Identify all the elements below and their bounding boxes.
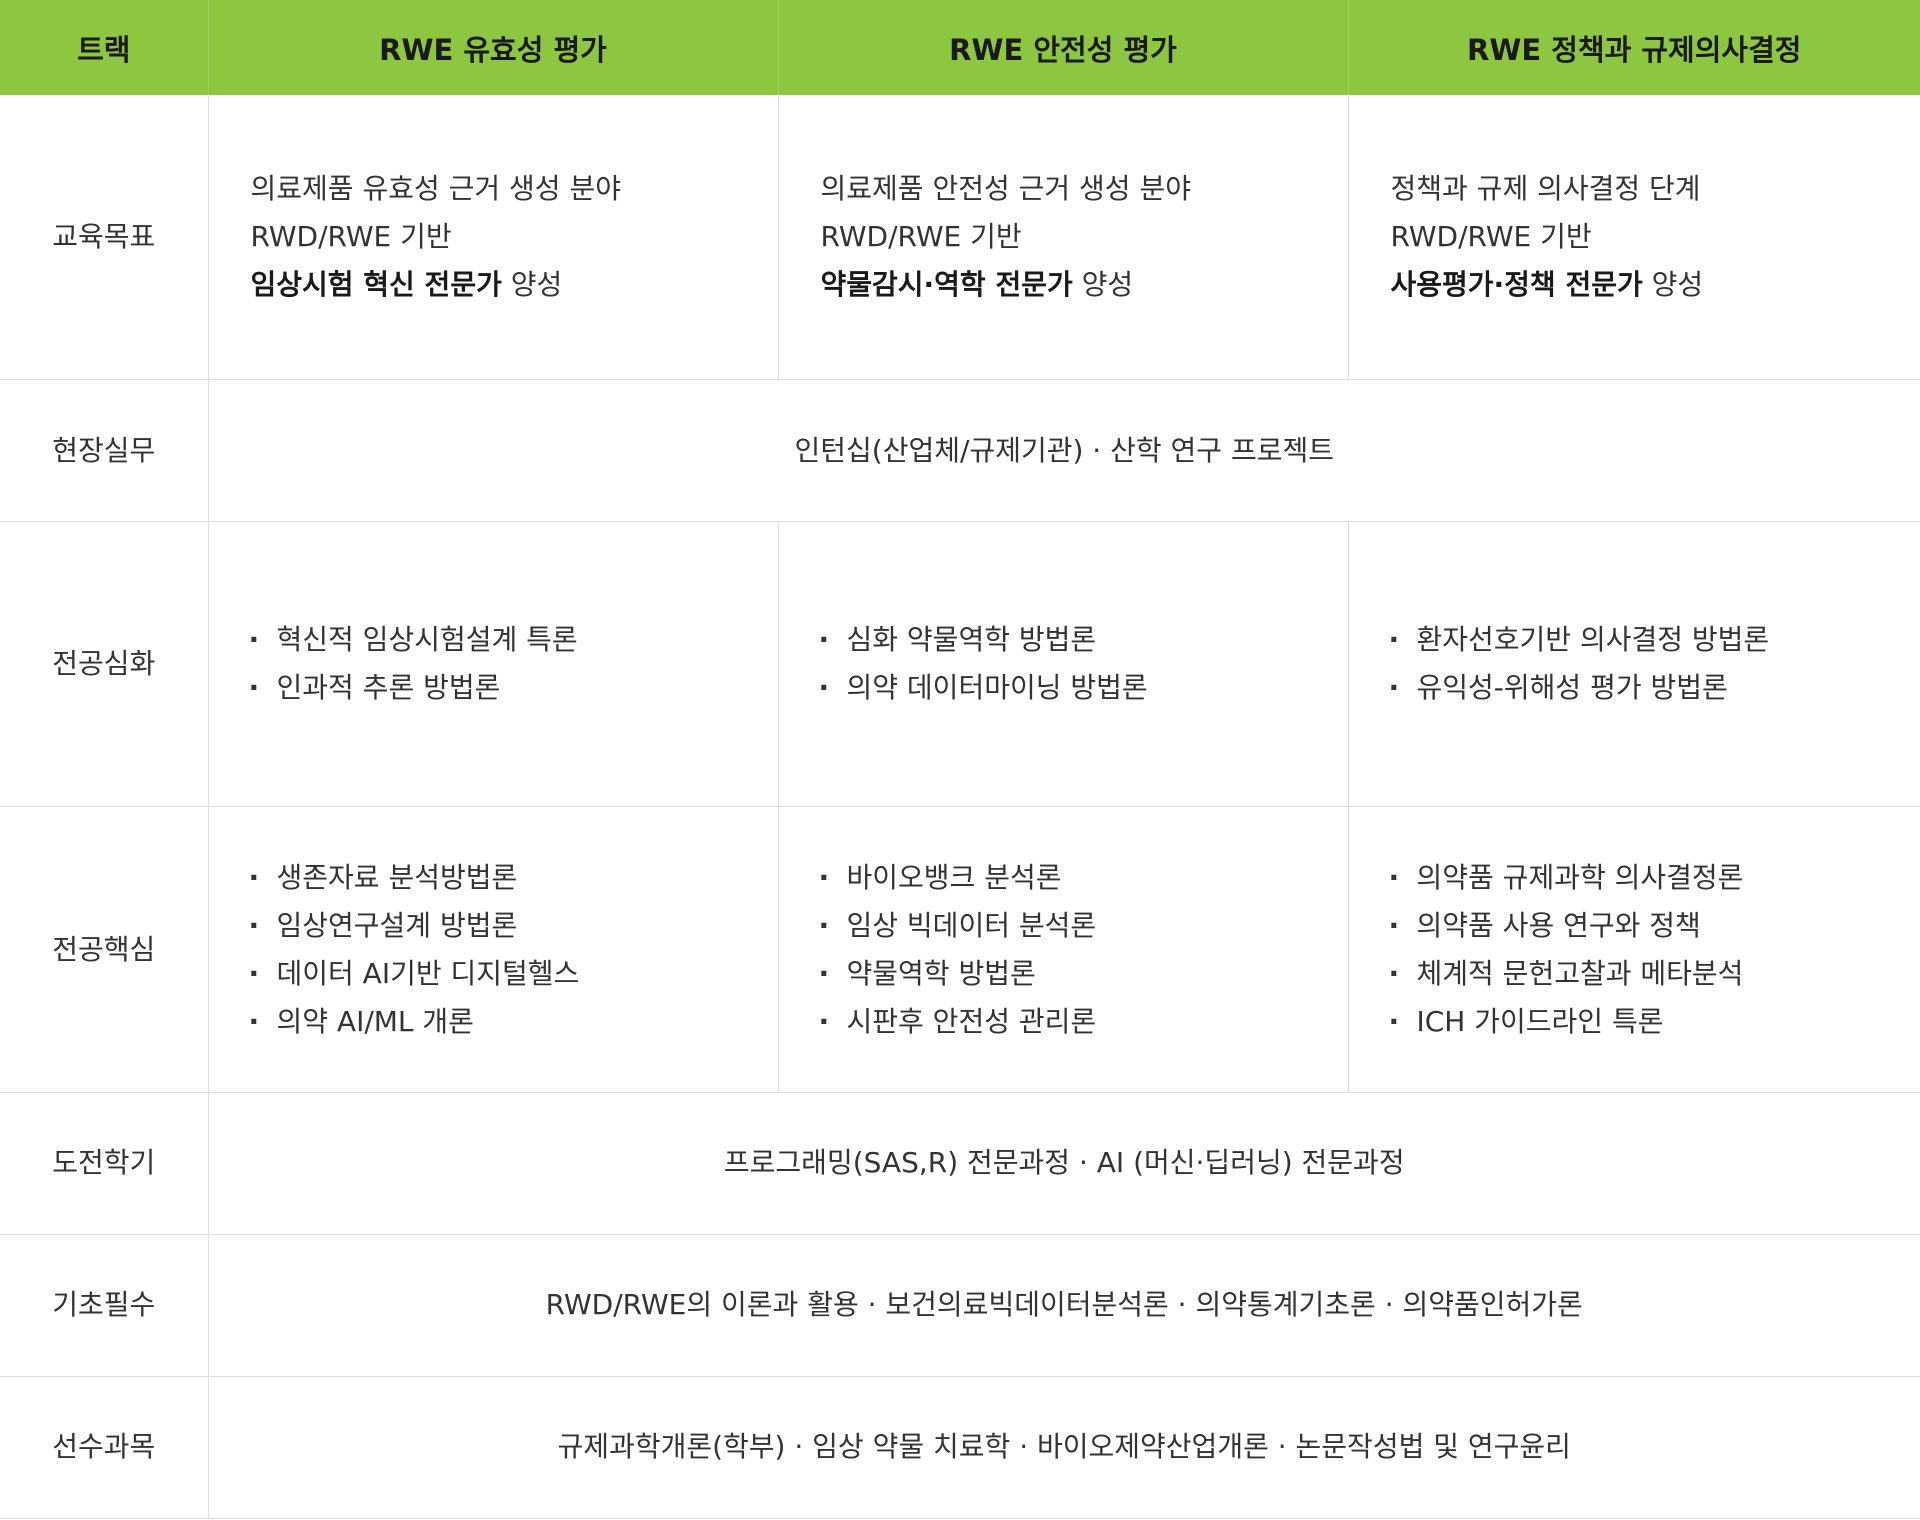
list-item: 임상 빅데이터 분석론 xyxy=(819,902,1338,950)
header-track: 트랙 xyxy=(0,0,208,95)
goal-efficacy-emphasis: 임상시험 혁신 전문가 xyxy=(250,268,502,302)
goal-safety-emphasis: 약물감시·역학 전문가 xyxy=(820,268,1073,302)
prereq-content: 규제과학개론(학부) · 임상 약물 치료학 · 바이오제약산업개론 · 논문작… xyxy=(207,1376,1920,1520)
row-field: 현장실무 인턴십(산업체/규제기관) · 산학 연구 프로젝트 xyxy=(0,379,1920,523)
row-core: 전공핵심 생존자료 분석방법론 임상연구설계 방법론 데이터 AI기반 디지털헬… xyxy=(0,806,1920,1093)
list-item: 의약품 사용 연구와 정책 xyxy=(1389,902,1911,950)
row-label-advanced: 전공심화 xyxy=(0,521,208,808)
row-label-challenge: 도전학기 xyxy=(0,1092,208,1235)
advanced-policy: 환자선호기반 의사결정 방법론 유익성-위해성 평가 방법론 xyxy=(1347,521,1920,808)
header-efficacy: RWE 유효성 평가 xyxy=(207,0,778,95)
goal-safety-line2: RWD/RWE 기반 xyxy=(820,220,1022,254)
list-item: 체계적 문헌고찰과 메타분석 xyxy=(1389,950,1911,998)
goal-efficacy-line3: 임상시험 혁신 전문가 양성 xyxy=(251,261,768,309)
goal-efficacy-suffix: 양성 xyxy=(501,268,563,302)
list-item: 약물역학 방법론 xyxy=(819,950,1338,998)
advanced-efficacy: 혁신적 임상시험설계 특론 인과적 추론 방법론 xyxy=(207,521,778,808)
goal-efficacy-line1: 의료제품 유효성 근거 생성 분야 xyxy=(250,172,621,206)
header-policy: RWE 정책과 규제의사결정 xyxy=(1347,0,1920,95)
row-advanced: 전공심화 혁신적 임상시험설계 특론 인과적 추론 방법론 심화 약물역학 방법… xyxy=(0,521,1920,808)
field-content: 인턴십(산업체/규제기관) · 산학 연구 프로젝트 xyxy=(207,379,1920,523)
basic-content: RWD/RWE의 이론과 활용 · 보건의료빅데이터분석론 · 의약통계기초론 … xyxy=(207,1234,1920,1377)
row-label-goal: 교육목표 xyxy=(0,95,208,381)
list-item: ICH 가이드라인 특론 xyxy=(1389,998,1911,1046)
list-item: 의약 데이터마이닝 방법론 xyxy=(819,664,1338,712)
goal-policy-line1: 정책과 규제 의사결정 단계 xyxy=(1390,172,1701,206)
list-item: 생존자료 분석방법론 xyxy=(249,854,768,902)
core-safety: 바이오뱅크 분석론 임상 빅데이터 분석론 약물역학 방법론 시판후 안전성 관… xyxy=(777,806,1348,1093)
list-item: 환자선호기반 의사결정 방법론 xyxy=(1389,616,1911,664)
list-item: 유익성-위해성 평가 방법론 xyxy=(1389,664,1911,712)
row-prereq: 선수과목 규제과학개론(학부) · 임상 약물 치료학 · 바이오제약산업개론 … xyxy=(0,1376,1920,1520)
row-label-core: 전공핵심 xyxy=(0,806,208,1093)
core-policy: 의약품 규제과학 의사결정론 의약품 사용 연구와 정책 체계적 문헌고찰과 메… xyxy=(1347,806,1920,1093)
list-item: 의약 AI/ML 개론 xyxy=(249,998,768,1046)
goal-safety-line1: 의료제품 안전성 근거 생성 분야 xyxy=(820,172,1191,206)
goal-safety-suffix: 양성 xyxy=(1072,268,1134,302)
list-item: 시판후 안전성 관리론 xyxy=(819,998,1338,1046)
goal-policy-suffix: 양성 xyxy=(1642,268,1704,302)
goal-efficacy-line2: RWD/RWE 기반 xyxy=(250,220,452,254)
row-goal: 교육목표 의료제품 유효성 근거 생성 분야 RWD/RWE 기반 임상시험 혁… xyxy=(0,95,1920,381)
list-item: 심화 약물역학 방법론 xyxy=(819,616,1338,664)
row-label-field: 현장실무 xyxy=(0,379,208,523)
header-row: 트랙 RWE 유효성 평가 RWE 안전성 평가 RWE 정책과 규제의사결정 xyxy=(0,0,1920,95)
row-label-basic: 기초필수 xyxy=(0,1234,208,1377)
advanced-safety: 심화 약물역학 방법론 의약 데이터마이닝 방법론 xyxy=(777,521,1348,808)
goal-safety: 의료제품 안전성 근거 생성 분야 RWD/RWE 기반 약물감시·역학 전문가… xyxy=(777,95,1348,381)
list-item: 의약품 규제과학 의사결정론 xyxy=(1389,854,1911,902)
goal-policy-line2: RWD/RWE 기반 xyxy=(1390,220,1592,254)
goal-safety-line3: 약물감시·역학 전문가 양성 xyxy=(821,261,1338,309)
list-item: 인과적 추론 방법론 xyxy=(249,664,768,712)
row-challenge: 도전학기 프로그래밍(SAS,R) 전문과정 · AI (머신·딥러닝) 전문과… xyxy=(0,1092,1920,1235)
challenge-content: 프로그래밍(SAS,R) 전문과정 · AI (머신·딥러닝) 전문과정 xyxy=(207,1092,1920,1235)
goal-efficacy: 의료제품 유효성 근거 생성 분야 RWD/RWE 기반 임상시험 혁신 전문가… xyxy=(207,95,778,381)
list-item: 바이오뱅크 분석론 xyxy=(819,854,1338,902)
list-item: 데이터 AI기반 디지털헬스 xyxy=(249,950,768,998)
list-item: 혁신적 임상시험설계 특론 xyxy=(249,616,768,664)
list-item: 임상연구설계 방법론 xyxy=(249,902,768,950)
goal-policy-emphasis: 사용평가·정책 전문가 xyxy=(1390,268,1643,302)
header-safety: RWE 안전성 평가 xyxy=(777,0,1348,95)
row-label-prereq: 선수과목 xyxy=(0,1376,208,1520)
goal-policy-line3: 사용평가·정책 전문가 양성 xyxy=(1391,261,1911,309)
core-efficacy: 생존자료 분석방법론 임상연구설계 방법론 데이터 AI기반 디지털헬스 의약 … xyxy=(207,806,778,1093)
row-basic: 기초필수 RWD/RWE의 이론과 활용 · 보건의료빅데이터분석론 · 의약통… xyxy=(0,1234,1920,1377)
goal-policy: 정책과 규제 의사결정 단계 RWD/RWE 기반 사용평가·정책 전문가 양성 xyxy=(1347,95,1920,381)
